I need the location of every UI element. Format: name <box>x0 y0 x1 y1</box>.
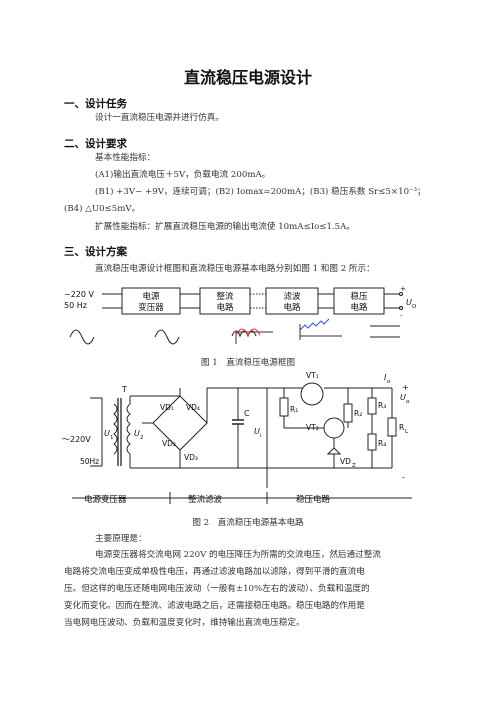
output-minus: - <box>400 312 403 320</box>
principle-line-3: 压。但这样的电压还随电网电压波动（一般有±10%左右的波动）、负载和温度的 <box>64 584 370 594</box>
principle-heading: 主要原理是： <box>95 534 147 544</box>
regulator-block <box>333 287 385 315</box>
vd3-label: VD₃ <box>184 453 198 462</box>
figure1-caption: 图 1 直流稳压电源框图 <box>200 358 296 368</box>
regulator-block-line1: 稳压 <box>350 291 368 302</box>
regulator-block-line2: 电路 <box>350 302 368 313</box>
uo-sub: o <box>406 399 410 405</box>
vd1-label: VD₁ <box>160 403 174 412</box>
filter-block-line1: 滤波 <box>283 291 301 302</box>
vd4-label: VD₄ <box>186 403 200 412</box>
r1-label: R₁ <box>290 405 298 414</box>
principle-line-4: 变化而变化。因而在整流、滤波电路之后，还需接稳压电路。稳压电路的作用是 <box>64 601 365 611</box>
section1-text: 设计一直流稳压电源并进行仿真。 <box>95 113 224 123</box>
requirement-b-line2: (B4) △U0≤5mV。 <box>64 204 141 214</box>
regulator-circuit: ～220V 50Hz T U 1 U 2 VD₁ VD₂ VD₃ VD₄ C U… <box>62 371 412 505</box>
principle-line-5: 当电网电压波动、负载和温度变化时，维持输出直流电压稳定。 <box>64 618 305 628</box>
rl-label: R <box>399 423 404 432</box>
r3-label: R₃ <box>378 401 386 410</box>
filter-block-line2: 电路 <box>283 302 301 313</box>
u2-label: U <box>134 429 140 438</box>
uo-minus: - <box>402 473 405 482</box>
u1-sub: 1 <box>110 435 114 441</box>
transformer-block <box>121 287 181 315</box>
input-voltage-label: ~220 V <box>64 290 95 299</box>
ac-input-label: ～220V <box>62 435 91 444</box>
section2-heading: 二、设计要求 <box>64 138 127 150</box>
ui-label: U <box>254 427 260 436</box>
uo-plus: + <box>402 383 409 392</box>
filtered-ripple-icon <box>299 318 330 331</box>
vd2-label: VD₂ <box>162 439 176 448</box>
uo-label: U <box>400 393 406 402</box>
ui-sub: i <box>260 433 262 439</box>
rl-sub: L <box>405 429 409 435</box>
rectifier-block <box>199 287 251 315</box>
section3-heading: 三、设计方案 <box>64 246 127 258</box>
transformer-label: T <box>121 385 127 394</box>
section1-heading: 一、设计任务 <box>64 98 127 110</box>
vdz-sub: Z <box>352 463 356 469</box>
output-voltage-sub: O <box>412 304 417 310</box>
io-sub: o <box>387 379 391 385</box>
capacitor-label: C <box>244 409 250 418</box>
u2-sub: 2 <box>140 435 144 441</box>
requirement-a1: (A1)输出直流电压＋5V，负载电流 200mA。 <box>95 170 271 180</box>
section-regulator: 稳压电路 <box>296 494 331 505</box>
section2-intro: 基本性能指标： <box>95 153 156 163</box>
filter-block <box>265 287 319 315</box>
output-plus: + <box>400 285 406 293</box>
section-transformer: 电源变压器 <box>84 494 127 505</box>
figure2-caption: 图 2 直流稳压电源基本电路 <box>192 518 304 528</box>
vt2-label: VT₂ <box>306 423 319 432</box>
page-title: 直流稳压电源设计 <box>183 68 312 87</box>
transformer-block-line2: 变压器 <box>138 302 164 313</box>
full-wave-rectified-icon <box>231 330 257 338</box>
input-frequency-label: 50 Hz <box>64 301 87 310</box>
vt1-label: VT₁ <box>306 371 319 380</box>
requirement-b-line1: (B1) +3V~ +9V，连续可调；(B2) Iomax=200mA；(B3)… <box>95 187 426 197</box>
vdz-label: VD <box>340 457 351 466</box>
rectifier-block-line2: 电路 <box>216 302 234 313</box>
output-voltage-label: U <box>406 298 412 307</box>
rectifier-block-line1: 整流 <box>216 291 234 302</box>
ac-wave-small-icon <box>154 329 180 345</box>
io-label: I <box>384 373 387 382</box>
ac-wave-icon <box>69 329 95 345</box>
principle-line-1: 电源变压器将交流电网 220V 的电压降压为所需的交流电压，然后通过整流 <box>95 550 381 560</box>
principle-line-2: 电路将交流电压变成单极性电压，再通过滤波电路加以滤除，得到平滑的直流电 <box>64 567 365 577</box>
block-diagram: ~220 V 50 Hz 电源 变压器 整流 电路 滤波 电路 稳压 电路 + … <box>64 285 417 345</box>
section-rectifier-filter: 整流滤波 <box>188 494 223 505</box>
section3-intro: 直流稳压电源设计框图和直流稳压电源基本电路分别如图 1 和图 2 所示： <box>95 264 375 274</box>
u1-label: U <box>104 429 110 438</box>
ac-frequency-label: 50Hz <box>80 457 99 466</box>
r2-label: R₂ <box>354 409 362 418</box>
r4-label: R₄ <box>378 439 386 448</box>
extended-requirement: 扩展性能指标：扩展直流稳压电源的输出电流使 10mA≤Io≤1.5A。 <box>95 222 355 232</box>
transformer-block-line1: 电源 <box>142 291 160 302</box>
